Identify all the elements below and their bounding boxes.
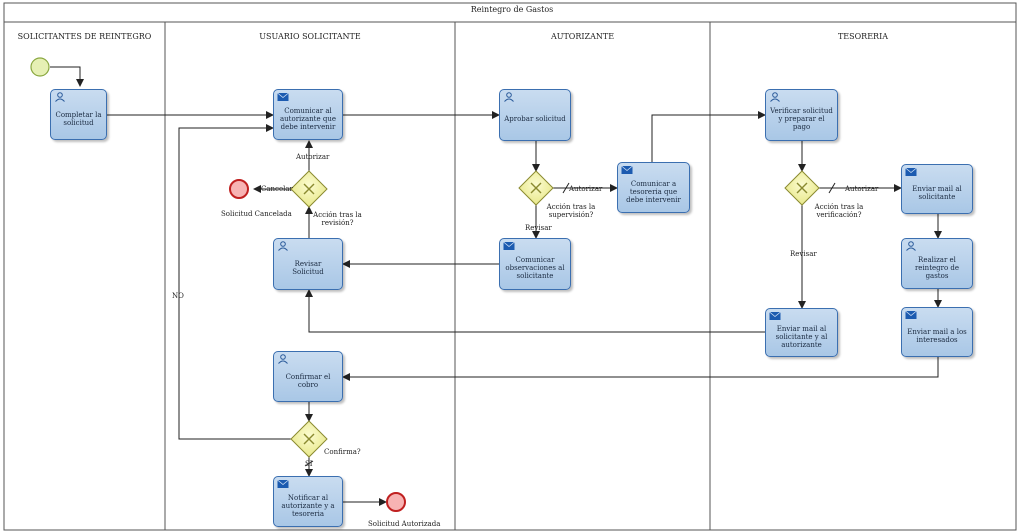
task-label: Enviar mail al solicitante (912, 185, 962, 201)
task-comunicar-observaciones[interactable]: Comunicar observaciones al solicitante (499, 238, 571, 290)
gateway-revision-label: Acción tras la revisión? (313, 211, 362, 227)
task-label: Comunicar observaciones al solicitante (505, 256, 565, 280)
gateway-revision[interactable] (290, 170, 328, 208)
end-event-autorizada-label: Solicitud Autorizada (368, 520, 441, 528)
gateway-supervision-label: Acción tras la supervisión? (546, 203, 596, 219)
start-event[interactable] (30, 57, 50, 77)
mail-icon (277, 479, 289, 488)
mail-icon (503, 241, 515, 250)
flow-start-to-completar (50, 66, 84, 87)
pool-border (3, 2, 1017, 531)
task-enviar-mail-solicitante-autorizante[interactable]: Enviar mail al solicitante y al autoriza… (765, 308, 838, 357)
task-label: Revisar Solicitud (292, 260, 324, 276)
mail-icon (905, 167, 917, 176)
gateway-confirma-label: Confirma? (324, 448, 361, 456)
task-realizar-reintegro[interactable]: Realizar el reintegro de gastos (901, 238, 973, 289)
flow-label-si: SI (305, 460, 313, 468)
task-notificar[interactable]: Notificar al autorizante y a tesoreria (273, 476, 343, 527)
lane-title-usuario: USUARIO SOLICITANTE (259, 32, 361, 41)
task-comunicar-tesoreria[interactable]: Comunicar a tesoreria que debe interveni… (617, 162, 690, 213)
task-enviar-mail-solicitante[interactable]: Enviar mail al solicitante (901, 164, 973, 214)
mail-icon (277, 92, 289, 101)
default-flow-marks (304, 182, 836, 467)
flow-comtes-to-verificar (651, 111, 766, 162)
gateway-confirma[interactable] (290, 420, 328, 458)
end-event-cancelada-label: Solicitud Cancelada (221, 210, 292, 218)
lane-title-solicitantes: SOLICITANTES DE REINTEGRO (17, 32, 152, 41)
task-verificar-solicitud[interactable]: Verificar solicitud y preparar el pago (765, 89, 838, 141)
mail-icon (905, 310, 917, 319)
task-confirmar-cobro[interactable]: Confirmar el cobro (273, 351, 343, 402)
gateway-verificacion-label: Acción tras la verificación? (814, 203, 864, 219)
flow-label-revisar-verificacion: Revisar (790, 250, 817, 258)
task-label: Confirmar el cobro (285, 372, 331, 389)
flow-gw-no-loop (178, 124, 291, 440)
user-icon (770, 92, 780, 102)
gateway-supervision[interactable] (518, 170, 554, 206)
pool-title: Reintegro de Gastos (470, 5, 554, 14)
end-event-autorizada[interactable] (386, 492, 406, 512)
user-icon (278, 241, 288, 251)
task-label: Completar la solicitud (55, 110, 102, 127)
flow-label-revisar-supervision: Revisar (525, 224, 552, 232)
lane-title-autorizante: AUTORIZANTE (550, 32, 615, 41)
gateway-verificacion[interactable] (784, 170, 820, 206)
task-label: Comunicar a tesoreria que debe interveni… (626, 179, 681, 204)
task-label: Enviar mail al solicitante y al autoriza… (775, 324, 828, 349)
mail-icon (621, 165, 633, 174)
task-comunicar-autorizante[interactable]: Comunicar al autorizante que debe interv… (273, 89, 343, 140)
end-event-cancelada[interactable] (229, 179, 249, 199)
user-icon (906, 241, 916, 251)
lane-title-tesoreria: TESORERIA (837, 32, 889, 41)
mail-icon (769, 311, 781, 320)
task-label: Notificar al autorizante y a tesoreria (281, 493, 335, 518)
task-label: Enviar mail a los interesados (907, 328, 967, 344)
flow-label-autorizar-supervision: Autorizar (569, 185, 603, 193)
flow-label-autorizar-revision: Autorizar (296, 153, 330, 161)
task-enviar-mail-interesados[interactable]: Enviar mail a los interesados (901, 307, 973, 357)
task-label: Realizar el reintegro de gastos (914, 255, 960, 280)
task-label: Verificar solicitud y preparar el pago (770, 107, 833, 131)
user-icon (504, 92, 514, 102)
task-aprobar-solicitud[interactable]: Aprobar solicitud (499, 89, 571, 141)
task-label: Comunicar al autorizante que debe interv… (280, 106, 336, 131)
user-icon (278, 354, 288, 364)
task-label: Aprobar solicitud (504, 115, 566, 123)
flow-mailsolaut-to-revisar (305, 289, 765, 333)
flow-label-autorizar-verificacion: Autorizar (845, 185, 879, 193)
flow-label-no: NO (172, 292, 184, 300)
task-completar-solicitud[interactable]: Completar la solicitud (50, 89, 107, 140)
flow-interesados-to-confirmar (342, 357, 939, 381)
task-revisar-solicitud[interactable]: Revisar Solicitud (273, 238, 343, 290)
user-icon (55, 92, 65, 102)
flow-label-cancelar: Cancelar (261, 185, 293, 193)
